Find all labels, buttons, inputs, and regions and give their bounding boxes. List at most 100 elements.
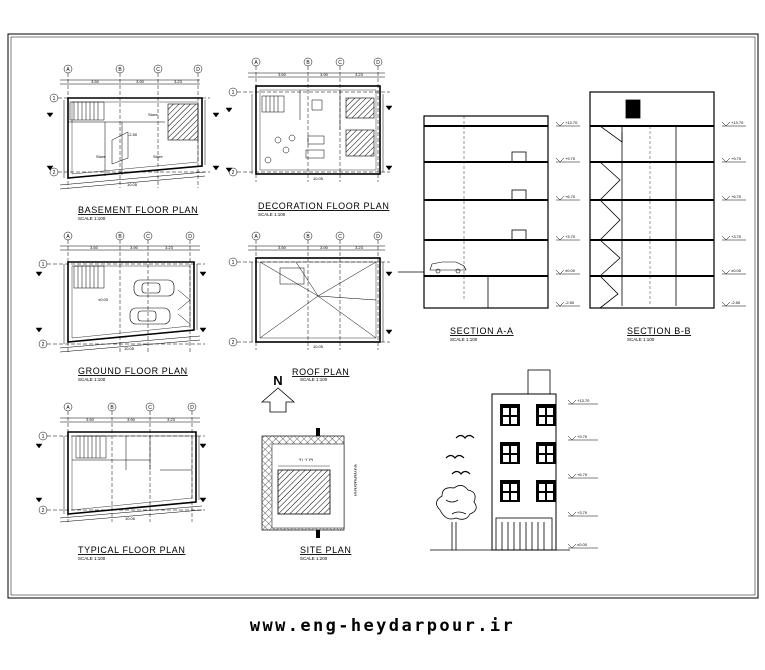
tree-icon [436,485,477,550]
grid-label: A [254,60,258,66]
level-mark: ±0.00 [577,542,588,547]
roof-plan: A B C D 1 2 3.50 3.90 3.23 10.05 ROOF PL… [228,231,393,382]
grid-label: B [118,67,122,73]
dimension: 3.23 [165,245,174,250]
plan-scale: SCALE 1:100 [78,556,106,561]
level-mark: ±0.00 [731,268,742,273]
level-mark: -2.50 [565,300,575,305]
street-label: ۹۲۸۲۷۸۳۷۸۵۲۸۲۸۹ [353,464,358,496]
grid-label: D [376,60,380,66]
dimension: 3.50 [86,417,95,422]
grid-label: 1 [232,260,235,266]
room-label: Store [153,154,163,159]
grid-label: D [196,67,200,73]
north-label: N [273,373,282,388]
level-mark: +6.70 [565,194,576,199]
dimension: 3.23 [355,72,364,77]
dimension: 10.05 [313,344,324,349]
dimension: 3.23 [355,245,364,250]
grid-label: B [306,60,310,66]
level-mark: ±0.00 [565,268,576,273]
decoration-floor-plan: A B C D 1 2 3.50 3.90 3.23 10.05 DECORAT… [225,57,393,217]
section-aa: +13.70 +9.70 +6.70 +3.70 ±0.00 -2.50 SEC… [398,115,580,342]
dimension: 3.23 [167,417,176,422]
dimension: 10.05 [127,182,138,187]
dimension: 10.05 [125,516,136,521]
site-plan: ۹۱۰۲ ۷۹ ۹۲۸۲۷۸۳۷۸۵۲۸۲۸۹ SITE PLAN SCALE … [261,428,358,561]
level-mark: +9.70 [731,156,742,161]
dimension: 3.50 [90,245,99,250]
grid-label: A [66,67,70,73]
dimension: 3.90 [320,72,329,77]
level-mark: +9.70 [565,156,576,161]
plan-title: GROUND FLOOR PLAN [78,366,188,376]
level-mark: -2.50 [731,300,741,305]
dimension: 3.50 [91,79,100,84]
grid-label: D [190,405,194,411]
level-mark: +13.70 [731,120,744,125]
grid-label: 1 [42,262,45,268]
plan-scale: SCALE 1:200 [300,556,328,561]
ground-floor-plan: A B C D 1 2 3.50 3.90 3.23 10.05 ±0.00 G… [35,231,207,382]
dimension: 10.05 [313,176,324,181]
grid-label: A [254,234,258,240]
inner-border [10,36,756,596]
grid-label: 2 [232,170,235,176]
grid-label: 1 [42,434,45,440]
grid-label: C [148,405,152,411]
section-scale: SCALE 1:100 [450,337,478,342]
dimension: 3.90 [130,245,139,250]
grid-label: C [146,234,150,240]
plan-scale: SCALE 1:100 [78,216,106,221]
level-mark: +3.70 [731,234,742,239]
plan-title: TYPICAL FLOOR PLAN [78,545,186,555]
outer-border [7,33,759,599]
level-mark: +3.70 [577,510,588,515]
typical-floor-plan: A B C D 1 2 3.50 3.90 3.23 10.05 TYPICAL… [35,402,207,561]
plan-title: BASEMENT FLOOR PLAN [78,205,198,215]
level-mark: +6.70 [731,194,742,199]
level-mark: -2.50 [128,132,138,137]
dimension: 3.50 [278,72,287,77]
car-icon [129,307,171,325]
level-mark: +3.70 [565,234,576,239]
grid-label: D [188,234,192,240]
level-mark: +6.70 [577,472,588,477]
grid-label: C [156,67,160,73]
grid-label: A [66,405,70,411]
level-mark: +13.70 [565,120,578,125]
grid-label: C [338,60,342,66]
dimension: 3.23 [174,79,183,84]
grid-label: 2 [232,340,235,346]
level-mark: +9.70 [577,434,588,439]
car-icon [133,279,175,297]
grid-label: 1 [232,90,235,96]
grid-label: 2 [42,342,45,348]
grid-label: C [338,234,342,240]
car-icon [429,261,467,274]
grid-label: 1 [53,96,56,102]
section-scale: SCALE 1:100 [627,337,655,342]
dimension: 3.90 [320,245,329,250]
level-mark: +13.70 [577,398,590,403]
section-bb: +13.70 +9.70 +6.70 +3.70 ±0.00 -2.50 SEC… [589,91,746,342]
website-url: www.eng-heydarpour.ir [249,616,516,636]
grid-label: 2 [53,170,56,176]
room-label: Store [96,154,106,159]
street-label: ۹۱۰۲ ۷۹ [299,457,313,462]
plan-scale: SCALE 1:100 [258,212,286,217]
plan-title: ROOF PLAN [292,367,349,377]
basement-floor-plan: A B C D 1 2 3.50 3.90 3.23 10.05 Store S… [46,64,220,221]
dimension: 3.90 [127,417,136,422]
plan-scale: SCALE 1:100 [78,377,106,382]
level-mark: ±0.00 [98,297,109,302]
grid-label: B [306,234,310,240]
grid-label: 2 [42,508,45,514]
front-elevation: +13.70 +9.70 +6.70 +3.70 ±0.00 [430,369,598,551]
dimension: 3.50 [278,245,287,250]
section-title: SECTION A-A [450,326,514,336]
section-title: SECTION B-B [627,326,691,336]
plan-title: DECORATION FLOOR PLAN [258,201,389,211]
north-arrow-icon: N [260,373,296,413]
